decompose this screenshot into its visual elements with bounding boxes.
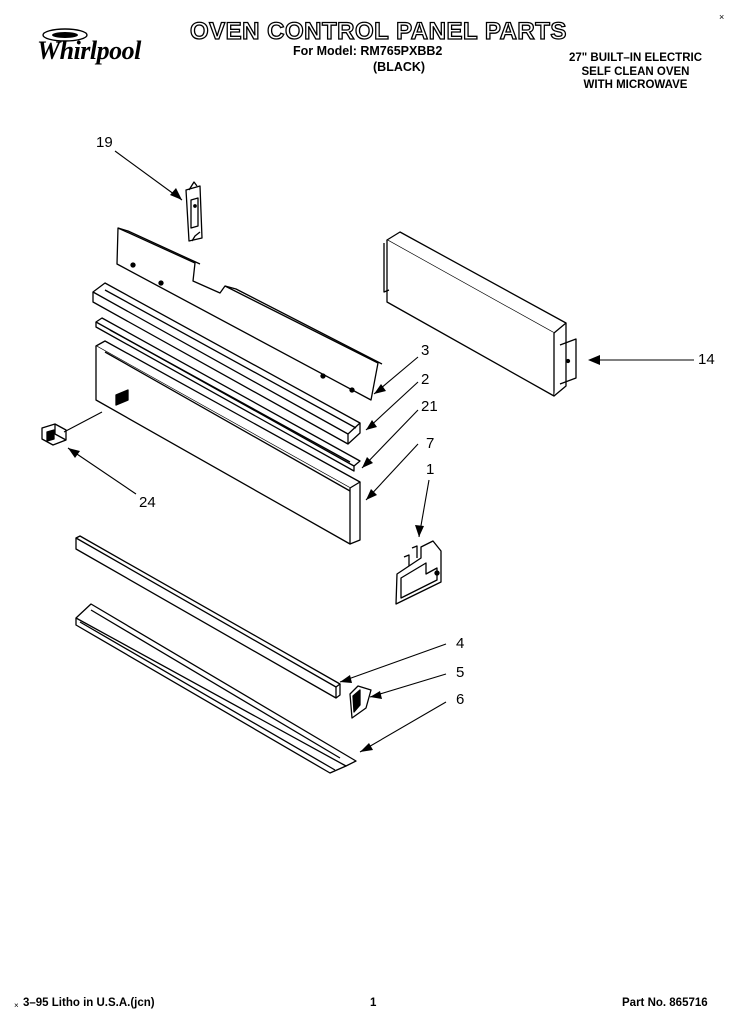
model-number: For Model: RM765PXBB2	[293, 44, 443, 58]
part-21-strip	[95, 317, 361, 472]
corner-mark: ×	[719, 12, 725, 22]
footer-tick: ×	[14, 1001, 19, 1010]
part-4-bottom-trim	[75, 535, 341, 699]
leader-arrowheads	[68, 188, 600, 752]
part-1-side-bracket	[395, 540, 442, 605]
page-title: OVEN CONTROL PANEL PARTS	[189, 17, 567, 45]
callout-19: 19	[96, 134, 113, 151]
brand-name: Whirlpool	[37, 36, 141, 65]
callout-3: 3	[421, 342, 430, 359]
callout-5: 5	[456, 664, 465, 681]
part-5-end-cap	[349, 685, 372, 719]
callout-4: 4	[456, 635, 465, 652]
description-line: 27" BUILT–IN ELECTRIC	[568, 52, 702, 64]
callout-24: 24	[139, 494, 156, 511]
part-14-side-cover	[383, 231, 577, 397]
part-2-trim-channel	[92, 282, 361, 445]
description-line: WITH MICROWAVE	[583, 79, 688, 91]
callout-7: 7	[426, 435, 435, 452]
page-number: 1	[370, 997, 377, 1009]
part-7-control-panel	[95, 340, 361, 545]
callout-14: 14	[698, 351, 715, 368]
part-19-bracket	[185, 181, 203, 242]
callout-2: 2	[421, 371, 430, 388]
part-number: Part No. 865716	[622, 997, 708, 1009]
callout-21: 21	[421, 398, 438, 415]
part-6-bottom-channel	[75, 603, 357, 774]
whirlpool-logo	[42, 28, 88, 42]
product-description: 27" BUILT–IN ELECTRIC SELF CLEAN OVEN WI…	[569, 52, 702, 93]
part-24-clip	[41, 423, 67, 446]
model-color: (BLACK)	[373, 60, 426, 74]
callout-1: 1	[426, 461, 435, 478]
callout-6: 6	[456, 691, 465, 708]
litho-line: 3–95 Litho in U.S.A.(jcn)	[23, 997, 155, 1009]
description-line: SELF CLEAN OVEN	[581, 65, 690, 78]
part-3-mounting-panel	[116, 227, 383, 401]
